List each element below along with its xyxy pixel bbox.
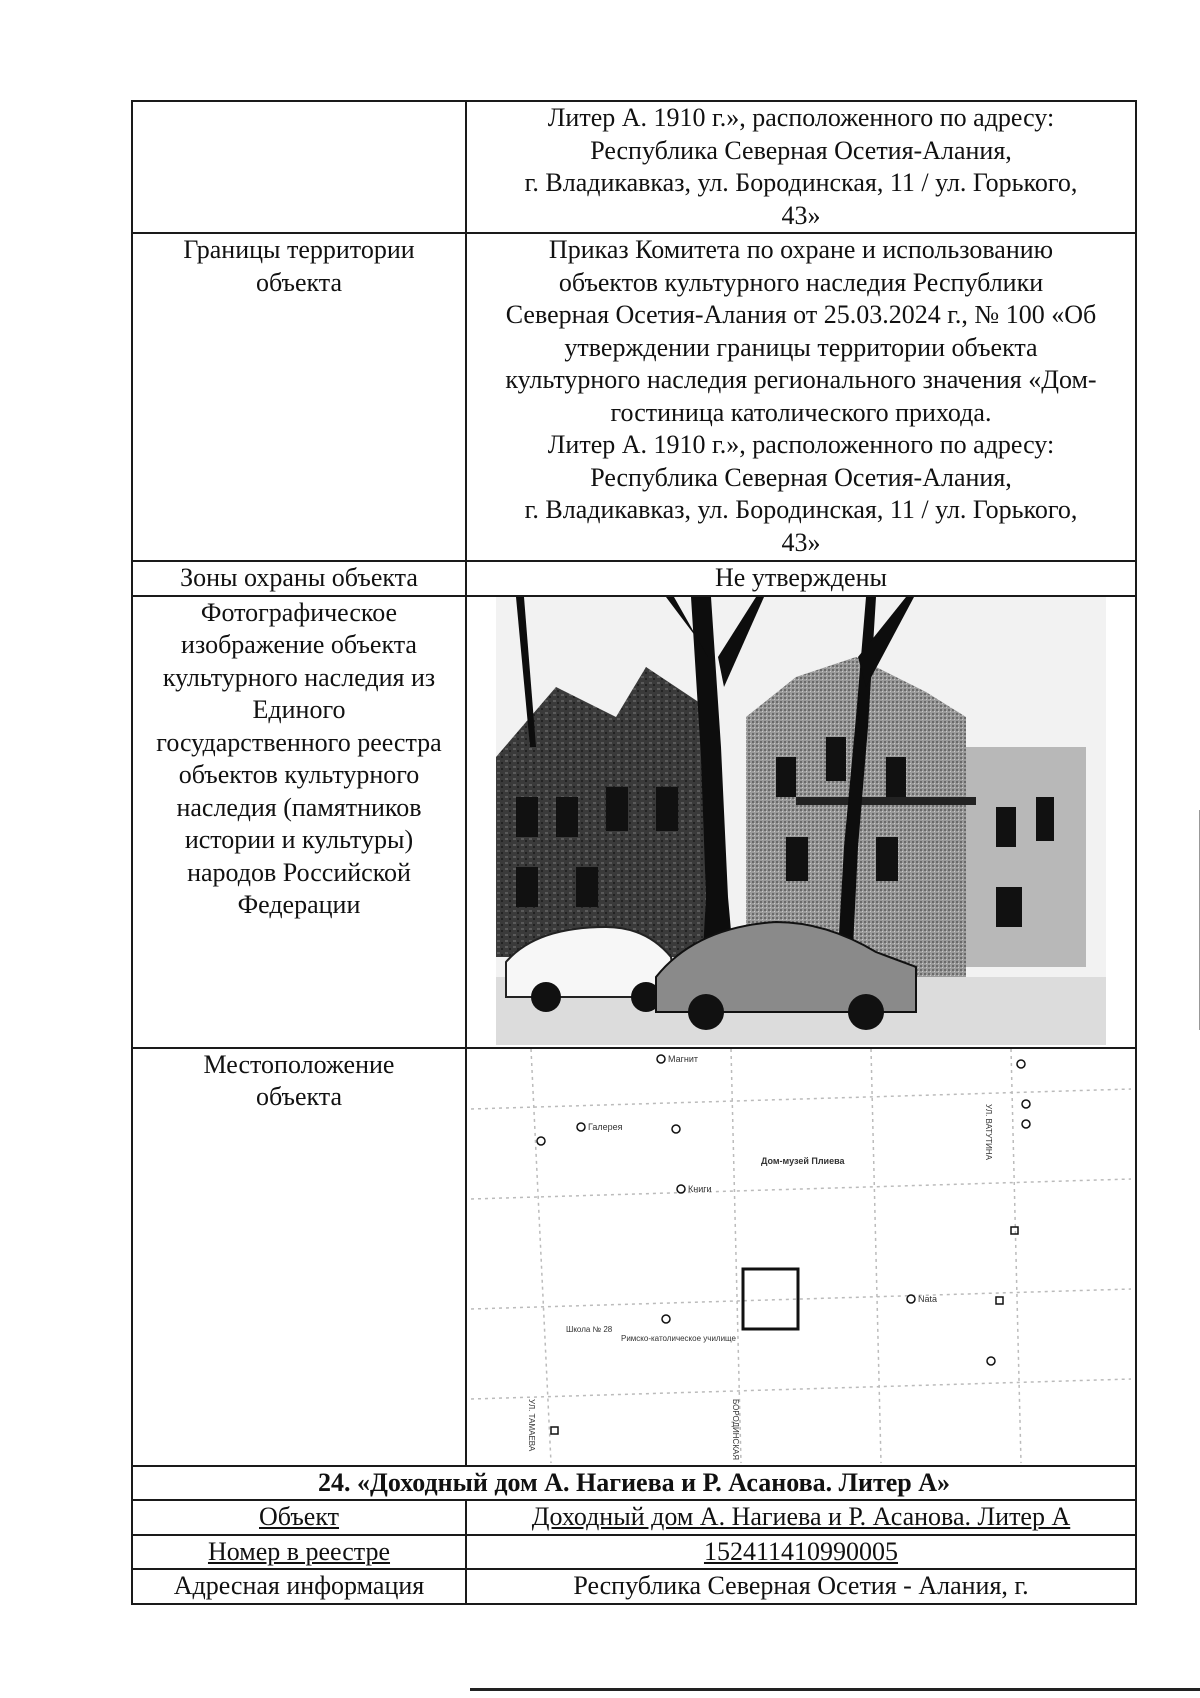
photo-label-line: объектов культурного	[178, 760, 420, 789]
zones-value: Не утверждены	[715, 563, 887, 592]
section-24-title-cell: 24. «Доходный дом А. Нагиева и Р. Асанов…	[131, 1464, 1137, 1501]
photo-label-line: изображение объекта	[181, 630, 417, 659]
registry-value-cell: 152411410990005	[465, 1533, 1137, 1570]
map-cell: Магнит Галерея Дом-музей Плиева Книги Na…	[465, 1046, 1137, 1467]
zones-row: Зоны охраны объекта Не утверждены	[131, 560, 1137, 597]
object-value: Доходный дом А. Нагиева и Р. Асанова. Ли…	[531, 1502, 1071, 1531]
object-value-cell: Доходный дом А. Нагиева и Р. Асанова. Ли…	[465, 1499, 1137, 1536]
borders-value-line: утверждении границы территории объекта	[564, 332, 1038, 362]
borders-label-line: Границы территории	[183, 235, 415, 264]
photo-cell	[465, 594, 1137, 1049]
borders-value-line: г. Владикавказ, ул. Бородинская, 11 / ул…	[524, 495, 1078, 524]
map-square-pois	[550, 1225, 1019, 1435]
borders-value-line: Приказ Комитета по охране и использовани…	[548, 235, 1054, 264]
photo-label-line: Единого	[252, 695, 346, 724]
object-label-cell: Объект	[131, 1499, 467, 1536]
map-label-museum: Дом-музей Плиева	[761, 1156, 846, 1166]
location-label-cell: Местоположение объекта	[131, 1046, 467, 1467]
map-label-magnit: Магнит	[668, 1054, 698, 1064]
continuation-line: г. Владикавказ, ул. Бородинская, 11 / ул…	[524, 168, 1078, 197]
windows	[516, 736, 1054, 927]
map-label-nata: Nata	[918, 1294, 937, 1304]
map-label-school: Школа № 28	[566, 1325, 613, 1334]
borders-row: Границы территории объекта Приказ Комите…	[131, 232, 1137, 562]
map-label-tamaeva: УЛ. ТАМАЕВА	[527, 1399, 536, 1452]
section-24-title: 24. «Доходный дом А. Нагиева и Р. Асанов…	[317, 1467, 951, 1497]
map-label-catholic: Римско-католическое училище	[621, 1334, 737, 1343]
address-row: Адресная информация Республика Северная …	[131, 1568, 1137, 1605]
photo-label-line: государственного реестра	[156, 727, 442, 757]
registry-row: Номер в реестре 152411410990005	[131, 1533, 1137, 1570]
borders-label-cell: Границы территории объекта	[131, 232, 467, 562]
borders-value-line: Республика Северная Осетия-Алания,	[590, 462, 1012, 492]
zones-value-cell: Не утверждены	[465, 560, 1137, 597]
heritage-registry-table: Литер А. 1910 г.», расположенного по адр…	[131, 100, 1137, 1605]
photo-row: Фотографическое изображение объекта куль…	[131, 594, 1137, 1049]
building-photo	[496, 596, 1106, 1045]
right-building-facade	[966, 746, 1086, 967]
map-streets	[471, 1048, 1131, 1463]
location-label-line: объекта	[255, 1082, 343, 1111]
continuation-line: Литер А. 1910 г.», расположенного по адр…	[547, 103, 1055, 132]
scan-bottom-line	[470, 1688, 1200, 1691]
borders-label-line: объекта	[255, 267, 343, 297]
continuation-row: Литер А. 1910 г.», расположенного по адр…	[131, 100, 1137, 234]
photo-label-line: Федерации	[237, 890, 361, 919]
registry-value: 152411410990005	[703, 1536, 899, 1566]
trees	[516, 596, 914, 987]
continuation-line: 43»	[781, 200, 821, 230]
continuation-line: Республика Северная Осетия-Алания,	[590, 135, 1012, 165]
borders-value-cell: Приказ Комитета по охране и использовани…	[465, 232, 1137, 562]
photo-label-line: Фотографическое	[200, 597, 398, 627]
parked-cars	[505, 920, 917, 1030]
address-label-cell: Адресная информация	[131, 1568, 467, 1605]
map-label-borodinskaya: БОРОДИНСКАЯ	[731, 1399, 740, 1460]
map-label-gallery: Галерея	[588, 1122, 623, 1132]
photo-label-line: истории и культуры)	[184, 825, 414, 854]
map-label-vatutina: УЛ. ВАТУТИНА	[984, 1104, 993, 1161]
map-pois	[536, 1053, 1031, 1366]
photo-label-line: наследия (памятников	[176, 792, 422, 822]
borders-value-line: гостиница католического прихода.	[610, 397, 992, 427]
location-row: Местоположение объекта	[131, 1046, 1137, 1467]
borders-value-line: культурного наследия регионального значе…	[505, 365, 1097, 394]
object-row: Объект Доходный дом А. Нагиева и Р. Асан…	[131, 1499, 1137, 1536]
zones-label: Зоны охраны объекта	[180, 563, 418, 592]
address-value: Республика Северная Осетия - Алания, г.	[573, 1571, 1029, 1600]
borders-value-line: объектов культурного наследия Республики	[558, 267, 1044, 297]
photo-label-cell: Фотографическое изображение объекта куль…	[131, 594, 467, 1049]
photo-label-line: народов Российской	[187, 857, 411, 887]
address-value-cell: Республика Северная Осетия - Алания, г.	[465, 1568, 1137, 1605]
map-label-books: Книги	[688, 1184, 712, 1194]
zones-label-cell: Зоны охраны объекта	[131, 560, 467, 597]
continuation-label-cell	[131, 100, 467, 234]
registry-label-cell: Номер в реестре	[131, 1533, 467, 1570]
borders-value-line: Литер А. 1910 г.», расположенного по адр…	[547, 430, 1055, 459]
address-label: Адресная информация	[173, 1571, 425, 1600]
object-label: Объект	[259, 1502, 339, 1531]
borders-value-line: Северная Осетия-Алания от 25.03.2024 г.,…	[505, 300, 1097, 329]
borders-value-line: 43»	[781, 527, 821, 557]
continuation-value-cell: Литер А. 1910 г.», расположенного по адр…	[465, 100, 1137, 234]
section-24-row: 24. «Доходный дом А. Нагиева и Р. Асанов…	[131, 1464, 1137, 1501]
location-map: Магнит Галерея Дом-музей Плиева Книги Na…	[471, 1048, 1131, 1463]
balcony	[796, 796, 976, 805]
registry-label: Номер в реестре	[207, 1536, 391, 1566]
photo-label-line: культурного наследия из	[162, 662, 436, 692]
left-building	[496, 666, 706, 957]
object-location-marker	[741, 1267, 800, 1330]
location-label-line: Местоположение	[203, 1049, 395, 1079]
